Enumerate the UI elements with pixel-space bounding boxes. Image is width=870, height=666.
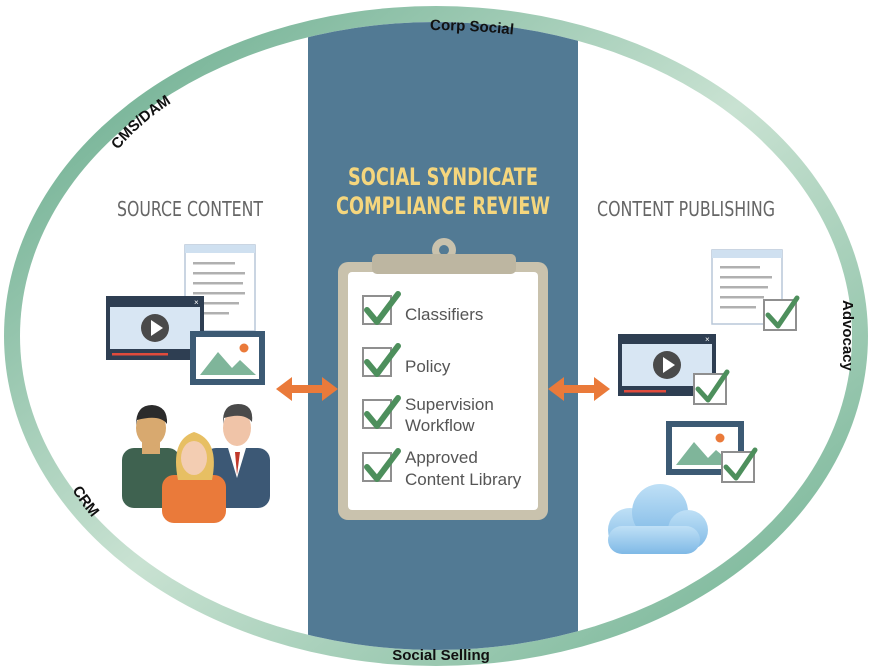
ring-label-corp-social: Corp Social	[430, 17, 515, 38]
checklist-item: Supervision Workflow	[362, 395, 494, 435]
checklist-item: Approved Content Library	[362, 448, 522, 489]
video-player-icon: ×	[618, 334, 730, 405]
svg-text:Content Library: Content Library	[405, 470, 522, 489]
checkmark-icon	[364, 448, 401, 482]
checklist-item: Classifiers	[362, 291, 483, 325]
double-arrow-icon	[276, 377, 338, 401]
ring-label-social-selling: Social Selling	[392, 647, 490, 664]
close-icon: ×	[705, 335, 710, 344]
document-icon	[711, 249, 800, 331]
checkmark-icon	[763, 295, 800, 331]
checklist-item: Policy	[362, 343, 451, 377]
content-publishing-title: CONTENT PUBLISHING	[597, 197, 775, 221]
checkmark-icon	[721, 447, 758, 483]
svg-text:Approved: Approved	[405, 448, 478, 467]
center-title-line1: SOCIAL SYNDICATE	[348, 163, 538, 191]
checkmark-icon	[364, 343, 401, 377]
svg-text:Workflow: Workflow	[405, 416, 475, 435]
people-icon	[122, 404, 270, 523]
cloud-icon	[608, 484, 708, 554]
checklist: Classifiers Policy Supervision Workflow …	[362, 291, 522, 489]
svg-text:Policy: Policy	[405, 357, 451, 376]
image-icon	[190, 331, 265, 385]
ring-label-advocacy: Advocacy	[839, 300, 856, 372]
document-icon	[184, 244, 256, 332]
image-icon	[666, 421, 758, 483]
close-icon: ×	[194, 298, 199, 307]
center-title-line2: COMPLIANCE REVIEW	[336, 192, 550, 220]
checkmark-icon	[364, 291, 401, 325]
svg-text:Classifiers: Classifiers	[405, 305, 483, 324]
double-arrow-icon	[548, 377, 610, 401]
checkmark-icon	[364, 395, 401, 429]
source-content-title: SOURCE CONTENT	[117, 197, 264, 221]
checkmark-icon	[693, 369, 730, 405]
svg-text:Supervision: Supervision	[405, 395, 494, 414]
video-player-icon: ×	[106, 296, 204, 360]
